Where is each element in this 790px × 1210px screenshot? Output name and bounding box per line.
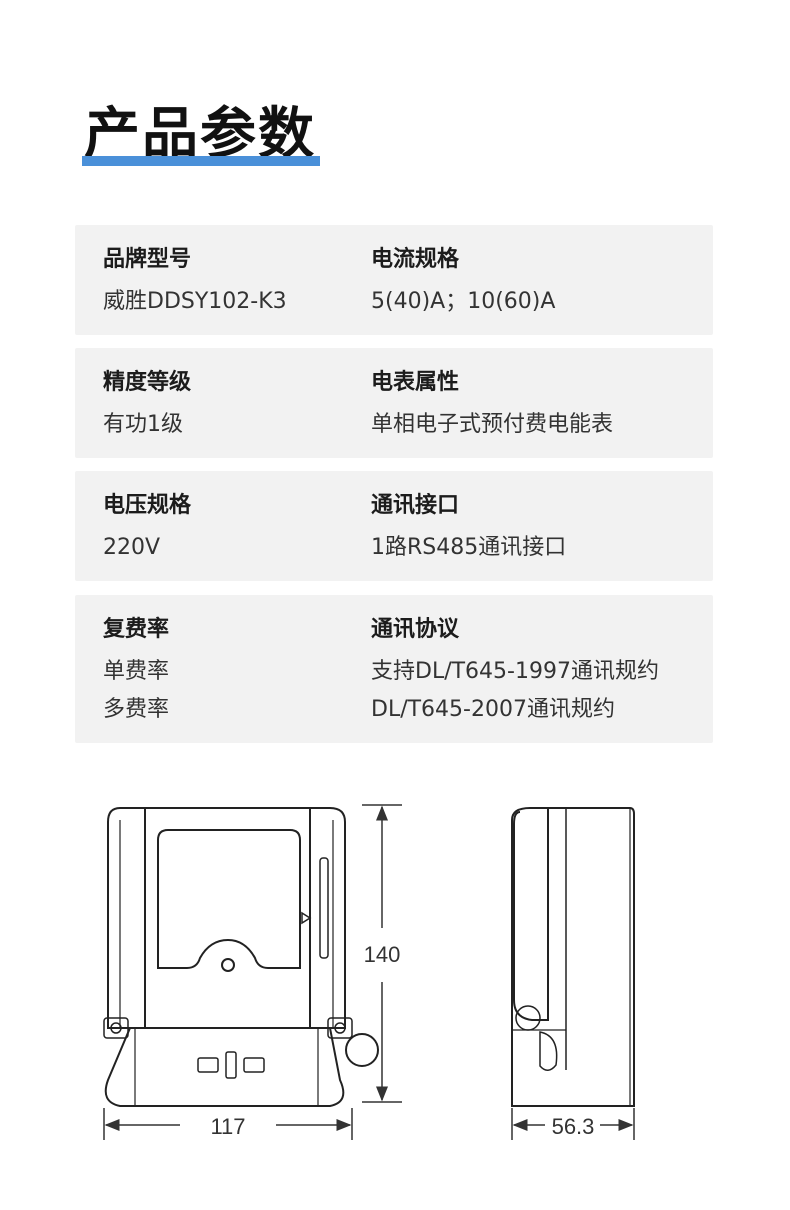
spec-tariff: 复费率 单费率 多费率 [103,615,169,729]
spec-value: 1路RS485通讯接口 [371,535,567,560]
spec-current-rating: 电流规格 5(40)A；10(60)A [371,245,555,321]
title-underline [82,156,320,166]
dimension-width-label: 117 [210,1114,245,1139]
spec-value: 5(40)A；10(60)A [371,289,556,314]
spec-label: 品牌型号 [103,247,192,272]
spec-label: 复费率 [103,617,170,642]
dimension-depth-label: 56.3 [552,1114,595,1139]
spec-value: 单相电子式预付费电能表 [371,412,614,437]
spec-card-brand-current: 品牌型号 威胜DDSY102-K3 电流规格 5(40)A；10(60)A [75,225,713,335]
spec-card-voltage-interface: 电压规格 220V 通讯接口 1路RS485通讯接口 [75,471,713,581]
spec-label: 电表属性 [371,370,460,395]
spec-meter-type: 电表属性 单相电子式预付费电能表 [371,368,613,444]
spec-value: 多费率 [103,697,170,722]
dimension-lines [103,804,635,1140]
spec-accuracy-class: 精度等级 有功1级 [103,368,191,444]
meter-front-view [103,807,379,1107]
spec-card-tariff-protocol: 复费率 单费率 多费率 通讯协议 支持DL/T645-1997通讯规约 DL/T… [75,595,713,743]
spec-voltage-rating: 电压规格 220V [103,491,191,567]
spec-value: DL/T645-2007通讯规约 [371,697,615,722]
spec-comm-protocol: 通讯协议 支持DL/T645-1997通讯规约 DL/T645-2007通讯规约 [371,615,659,729]
spec-label: 电流规格 [371,247,460,272]
spec-card-accuracy-type: 精度等级 有功1级 电表属性 单相电子式预付费电能表 [75,348,713,458]
dimension-drawing: 140 117 56.3 [103,804,635,1140]
dimension-height-label: 140 [364,942,401,967]
meter-side-view [511,807,635,1107]
spec-value: 支持DL/T645-1997通讯规约 [371,659,659,684]
spec-comm-interface: 通讯接口 1路RS485通讯接口 [371,491,566,567]
spec-value: 220V [103,535,161,560]
spec-value: 威胜DDSY102-K3 [103,289,287,314]
spec-label: 精度等级 [103,370,192,395]
spec-value: 有功1级 [103,412,183,437]
spec-brand-model: 品牌型号 威胜DDSY102-K3 [103,245,287,321]
spec-label: 电压规格 [103,493,192,518]
spec-label: 通讯协议 [371,617,460,642]
spec-value: 单费率 [103,659,170,684]
spec-label: 通讯接口 [371,493,460,518]
